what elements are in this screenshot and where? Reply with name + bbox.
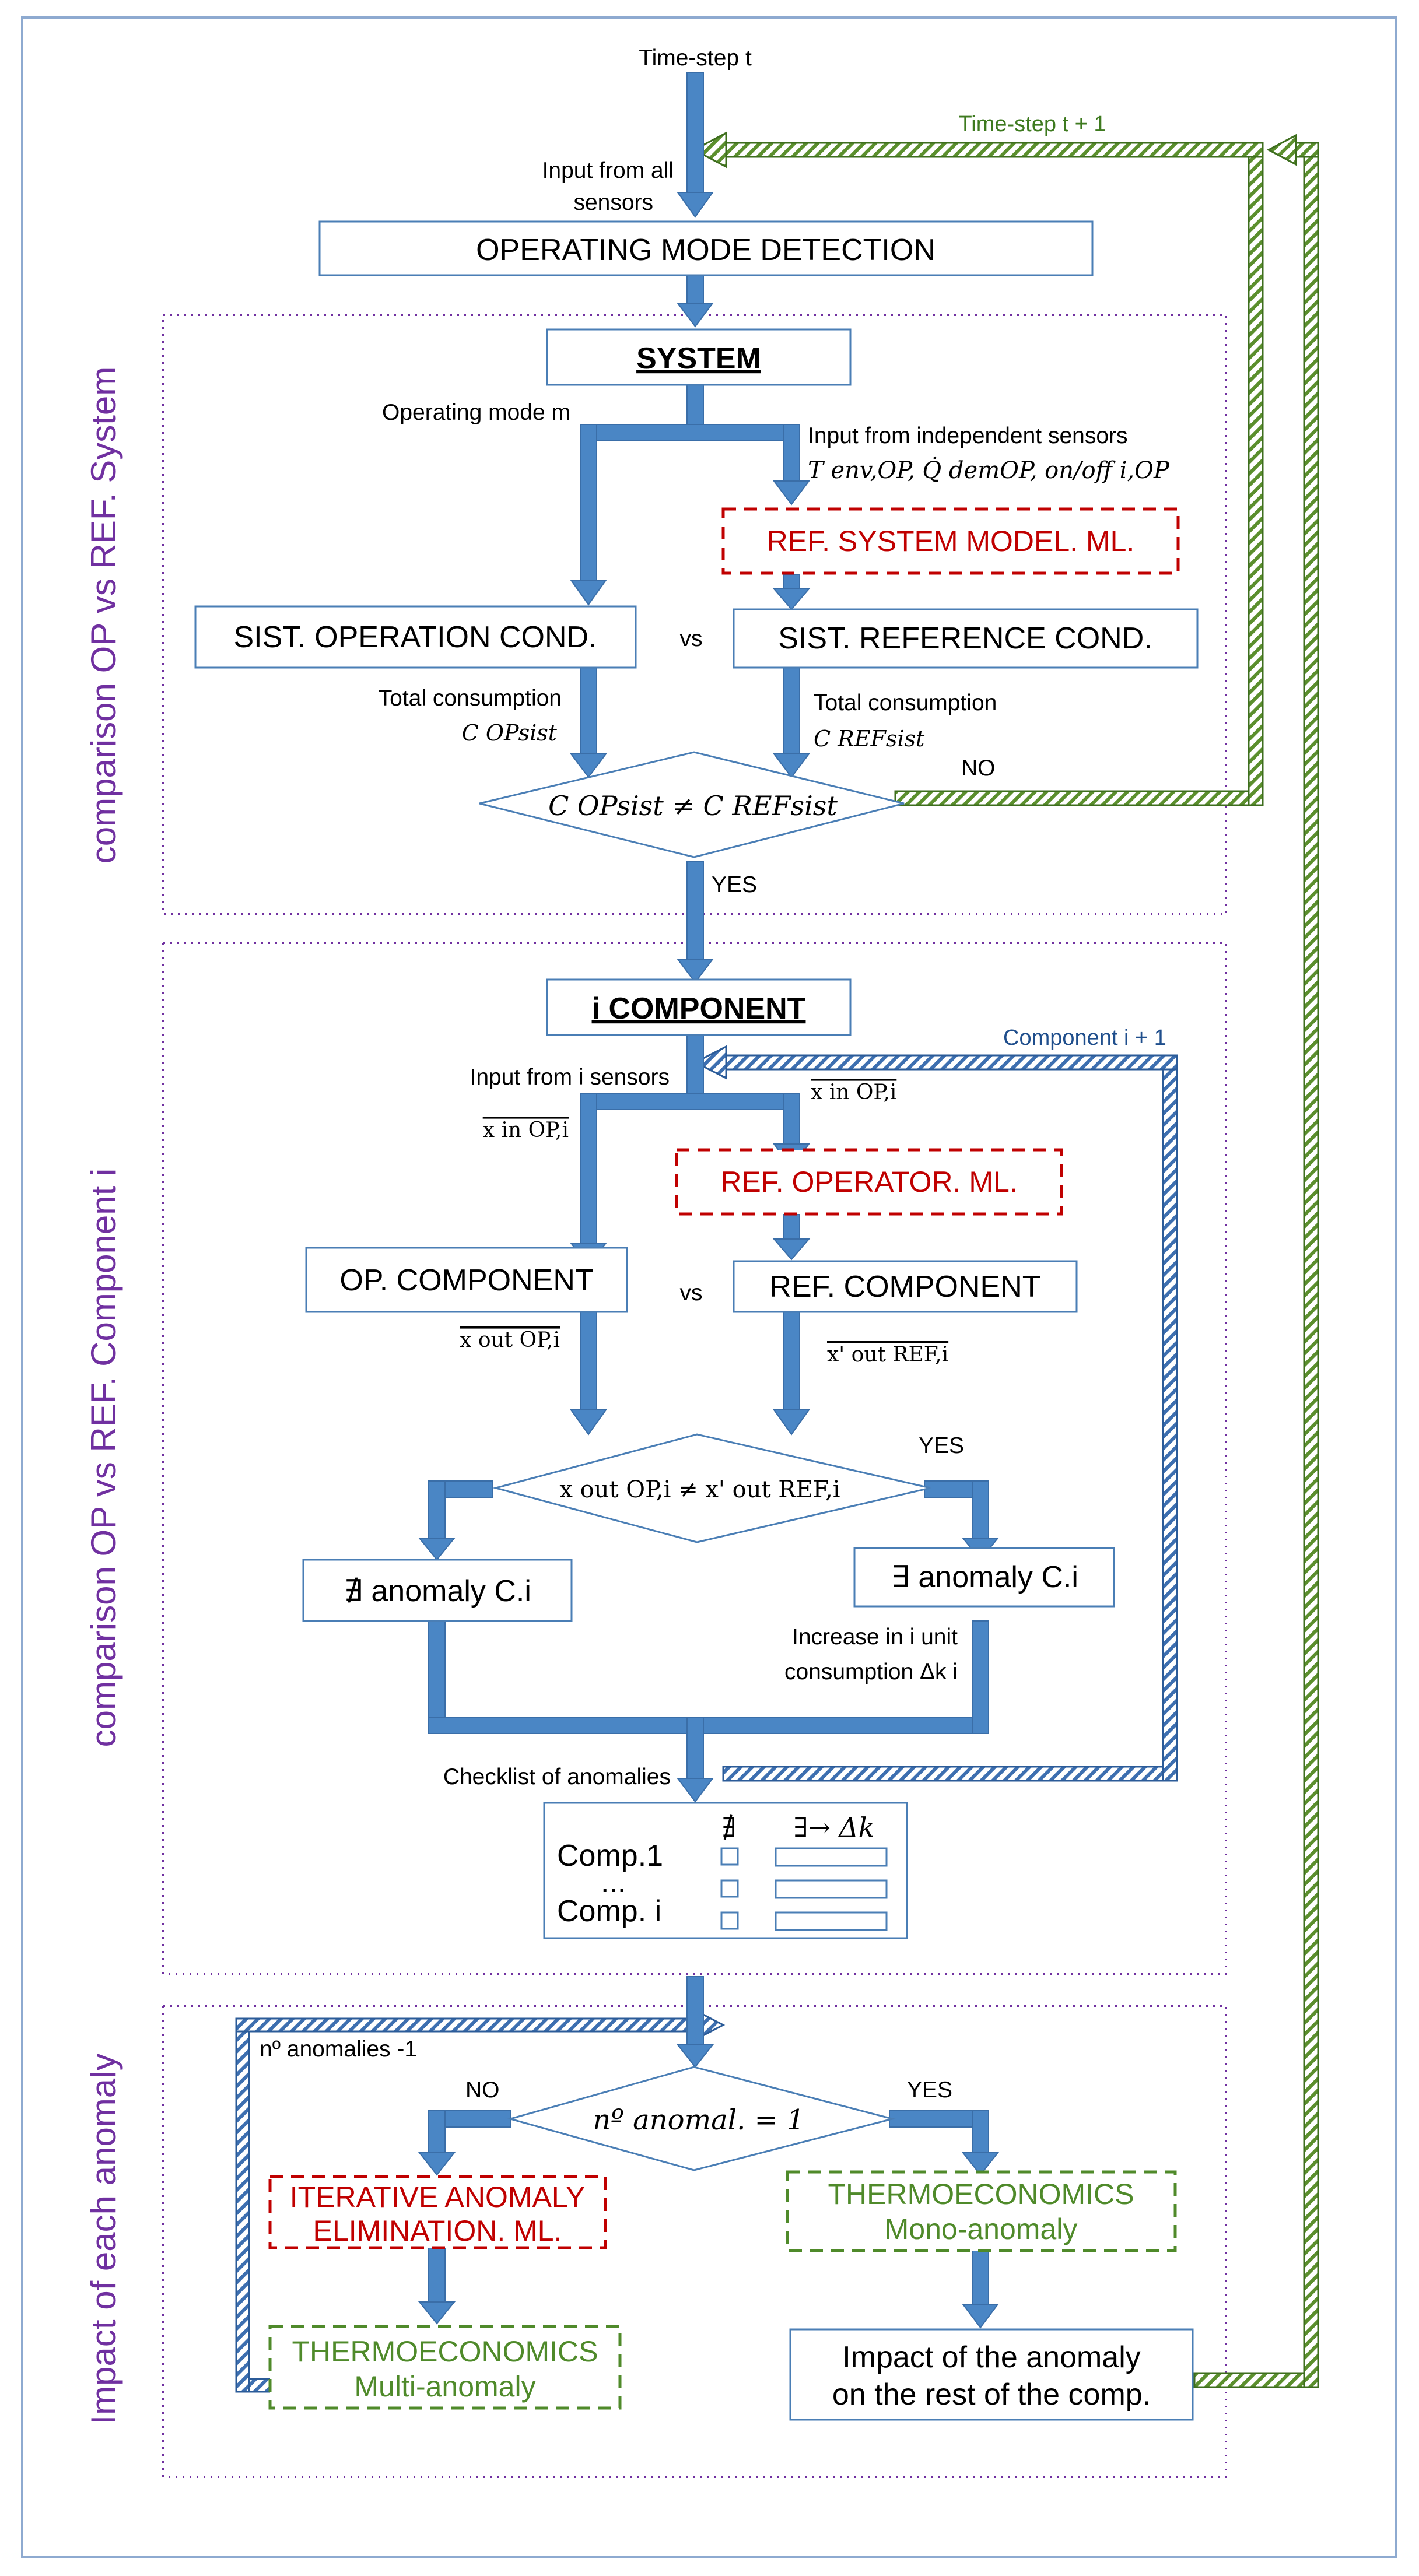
checkbox-row1[interactable]: [720, 1847, 739, 1866]
x-in-left-label: x in OP,i: [483, 1118, 569, 1142]
checkbox-row3[interactable]: [720, 1911, 739, 1930]
c-ref-sist-label: C REFsist: [814, 726, 925, 752]
input-i-sensors-label: Input from i sensors: [470, 1065, 670, 1090]
checklist-comp1: Comp.1: [557, 1839, 663, 1873]
independent-vars-label: T env,OP, Q̇ demOP, on/off i,OP: [808, 457, 1170, 484]
checkbox-row2[interactable]: [720, 1879, 739, 1898]
input-independent-label: Input from independent sensors: [808, 423, 1128, 448]
no-anomaly-box: [302, 1559, 573, 1622]
system-yes-label: YES: [712, 872, 757, 897]
increase-line2: consumption Δk i: [784, 1659, 958, 1684]
checklist-compi: Comp. i: [557, 1894, 661, 1928]
system-decision-diamond: [479, 751, 905, 858]
sist-reference-box: [733, 608, 1199, 669]
checklist-col-no: ∄: [722, 1812, 737, 1843]
op-component-text: OP. COMPONENT: [339, 1264, 593, 1297]
op-component-box: [305, 1247, 628, 1313]
side-label-impact: Impact of each anomaly: [84, 2053, 123, 2424]
iterative-line2: ELIMINATION. ML.: [313, 2214, 562, 2247]
system-no-label: NO: [961, 756, 996, 781]
system-section-frame: [162, 314, 1227, 915]
time-step-next-label: Time-step t + 1: [958, 112, 1106, 136]
ref-operator-text: REF. OPERATOR. ML.: [720, 1166, 1017, 1198]
anomaly-box: [853, 1547, 1115, 1608]
iterative-line1: ITERATIVE ANOMALY: [290, 2181, 586, 2213]
time-step-label: Time-step t: [639, 45, 752, 71]
thermo-mono-box: [786, 2170, 1177, 2252]
impact-result-line1: Impact of the anomaly: [842, 2340, 1141, 2374]
component-next-label: Component i + 1: [1003, 1026, 1166, 1050]
checklist-col-yes: ∃→ Δk: [793, 1812, 874, 1843]
thermo-multi-box: [268, 2325, 622, 2410]
sist-operation-text: SIST. OPERATION COND.: [233, 620, 597, 654]
loop-impact-next: [1193, 134, 1319, 2388]
impact-decision-diamond: [507, 2066, 896, 2171]
impact-result-box: [789, 2328, 1194, 2421]
input-all-sensors-line1: Input from all: [542, 158, 674, 183]
vs-system: vs: [680, 626, 703, 651]
thermo-multi-line2: Multi-anomaly: [354, 2370, 535, 2403]
system-box: [546, 328, 852, 386]
checklist-fields: [720, 1847, 888, 1931]
delta-field-row1[interactable]: [775, 1847, 888, 1867]
x-out-op-label: x out OP,i: [460, 1328, 560, 1352]
ref-operator-box: [675, 1148, 1063, 1216]
component-yes-label: YES: [919, 1433, 964, 1458]
operating-mode-detection-box: [318, 220, 1094, 276]
component-decision-text: x out OP,i ≠ x' out REF,i: [559, 1476, 840, 1503]
c-op-sist-label: C OPsist: [462, 720, 558, 746]
loop-component-next: [693, 1045, 1178, 1782]
system-decision-text: C OPsist ≠ C REFsist: [548, 790, 838, 822]
delta-field-row3[interactable]: [775, 1911, 888, 1931]
x-in-right-label: x in OP,i: [811, 1080, 896, 1104]
operating-mode-detection-text: OPERATING MODE DETECTION: [476, 233, 936, 267]
component-decision-diamond: [492, 1433, 931, 1543]
increase-line1: Increase in i unit: [792, 1624, 958, 1650]
impact-decision-text: nº anomal. = 1: [593, 2104, 804, 2136]
anomalies-minus-label: nº anomalies -1: [260, 2037, 417, 2062]
delta-field-row2[interactable]: [775, 1879, 888, 1899]
anomaly-text: ∃ anomaly C.i: [891, 1560, 1078, 1594]
outer-frame: [21, 16, 1397, 2558]
system-text: SYSTEM: [636, 342, 761, 375]
ref-component-text: REF. COMPONENT: [769, 1270, 1040, 1304]
ref-system-model-text: REF. SYSTEM MODEL. ML.: [767, 525, 1135, 557]
x-out-ref-label: x' out REF,i: [827, 1343, 948, 1367]
component-section-frame: [162, 942, 1227, 1975]
operating-mode-label: Operating mode m: [382, 400, 570, 425]
side-label-system: comparison OP vs REF. System: [84, 367, 123, 864]
thermo-multi-line1: THERMOECONOMICS: [292, 2335, 598, 2368]
impact-section-frame: [162, 2005, 1227, 2478]
checklist-title: Checklist of anomalies: [443, 1764, 671, 1789]
thermo-mono-line1: THERMOECONOMICS: [828, 2178, 1134, 2210]
loop-system-no: [692, 131, 1264, 806]
ref-system-model-box: [721, 507, 1180, 575]
loop-anomalies-minus: [235, 2010, 726, 2393]
no-anomaly-text: ∄ anomaly C.i: [344, 1574, 531, 1608]
checklist-dots: ...: [601, 1865, 626, 1899]
iterative-box: [268, 2175, 607, 2249]
side-label-component: comparison OP vs REF. Component i: [84, 1168, 123, 1747]
sist-reference-text: SIST. REFERENCE COND.: [778, 622, 1152, 655]
input-all-sensors-line2: sensors: [573, 190, 653, 215]
total-consumption-left: Total consumption: [379, 686, 562, 711]
i-component-text: i COMPONENT: [592, 992, 806, 1026]
vs-component: vs: [680, 1280, 703, 1305]
i-component-box: [546, 978, 852, 1036]
impact-no-label: NO: [465, 2077, 500, 2103]
impact-yes-label: YES: [907, 2077, 952, 2103]
impact-result-line2: on the rest of the comp.: [832, 2378, 1151, 2412]
sist-operation-box: [194, 605, 637, 669]
total-consumption-right: Total consumption: [814, 690, 997, 715]
thermo-mono-line2: Mono-anomaly: [885, 2213, 1078, 2245]
ref-component-box: [733, 1260, 1078, 1313]
